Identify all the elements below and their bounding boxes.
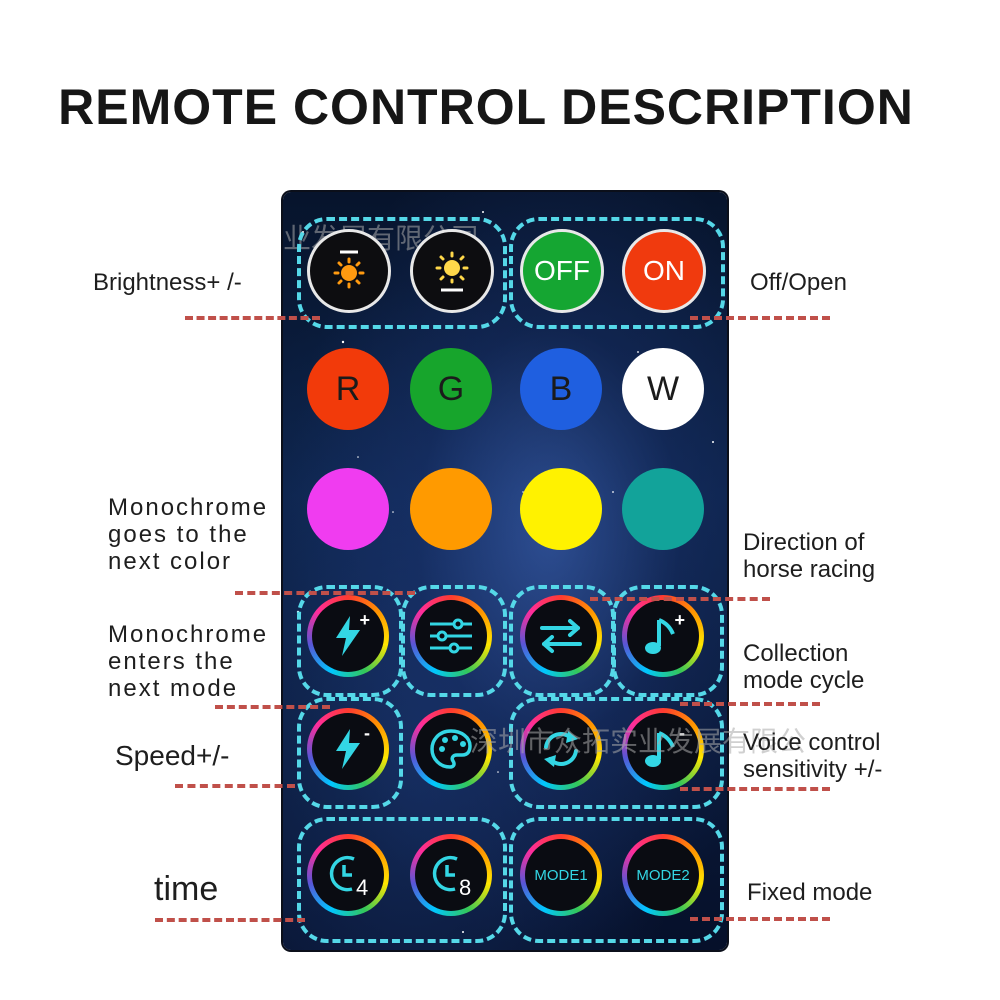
minus-sign: -	[679, 723, 685, 743]
white-button[interactable]: W	[622, 348, 704, 430]
off-button[interactable]: OFF	[520, 229, 604, 313]
palette-icon	[430, 729, 472, 769]
leader-collection	[680, 702, 820, 706]
music-note-icon	[645, 731, 675, 767]
timer-4-label: 4	[356, 875, 368, 899]
group-power	[509, 217, 725, 329]
mode2-button[interactable]: MODE2	[622, 834, 704, 916]
leader-direction	[590, 597, 770, 601]
swap-arrows-icon	[540, 619, 582, 653]
label-direction: Direction of horse racing	[743, 529, 876, 583]
timer-8-button[interactable]: 8	[410, 834, 492, 916]
magenta-button[interactable]	[307, 468, 389, 550]
brightness-up-button[interactable]	[410, 229, 494, 313]
label-brightness: Brightness+ /-	[93, 269, 242, 296]
label-speed: Speed+/-	[115, 740, 230, 771]
sun-bright-icon	[435, 251, 469, 292]
label-mono-mode: Monochrome enters the next mode	[108, 621, 269, 702]
lightning-icon	[336, 616, 360, 656]
mode-sliders-button[interactable]	[410, 595, 492, 677]
group-timer	[297, 817, 507, 943]
leader-speed	[175, 784, 295, 788]
timer-8-label: 8	[459, 875, 471, 899]
green-button[interactable]: G	[410, 348, 492, 430]
group-voice	[509, 697, 724, 809]
label-voice: Voice control sensitivity +/-	[743, 729, 883, 783]
lightning-icon	[336, 729, 360, 769]
label-fixed-mode: Fixed mode	[747, 879, 873, 906]
voice-sensitivity-button[interactable]: -	[622, 708, 704, 790]
flash-speed-down-button[interactable]: -	[307, 708, 389, 790]
label-mono-color: Monochrome goes to the next color	[108, 494, 269, 575]
timer-4-button[interactable]: 4	[307, 834, 389, 916]
minus-sign: -	[364, 723, 370, 743]
on-button[interactable]: ON	[622, 229, 706, 313]
music-note-icon	[645, 618, 675, 654]
orange-button[interactable]	[410, 468, 492, 550]
sun-dim-icon	[333, 250, 365, 289]
flash-speed-up-button[interactable]: +	[307, 595, 389, 677]
label-collection: Collection mode cycle	[743, 640, 865, 694]
leader-off-open	[690, 316, 830, 320]
teal-button[interactable]	[622, 468, 704, 550]
group-collection	[612, 585, 724, 697]
red-button[interactable]: R	[307, 348, 389, 430]
label-off-open: Off/Open	[750, 269, 847, 296]
yellow-button[interactable]	[520, 468, 602, 550]
leader-mono-color	[235, 591, 415, 595]
clock-icon: 4	[329, 855, 368, 899]
leader-time	[155, 918, 305, 922]
brightness-down-button[interactable]	[307, 229, 391, 313]
leader-mono-mode	[215, 705, 330, 709]
collection-cycle-button[interactable]: +	[622, 595, 704, 677]
remote-control	[283, 192, 727, 950]
direction-button[interactable]	[520, 595, 602, 677]
mode2-label: MODE2	[636, 866, 690, 884]
leader-fixed-mode	[690, 917, 830, 921]
page-title: REMOTE CONTROL DESCRIPTION	[58, 79, 914, 135]
mode1-label: MODE1	[534, 866, 588, 884]
plus-sign: +	[359, 610, 370, 630]
leader-brightness	[185, 316, 320, 320]
leader-voice	[680, 787, 830, 791]
mode1-button[interactable]: MODE1	[520, 834, 602, 916]
label-time: time	[154, 870, 219, 908]
group-speed	[297, 697, 403, 809]
group-mono-color	[401, 585, 507, 697]
blue-button[interactable]: B	[520, 348, 602, 430]
plus-sign: +	[674, 610, 685, 630]
clock-icon: 8	[432, 855, 471, 899]
cycle-button[interactable]	[520, 708, 602, 790]
group-mode	[509, 817, 724, 943]
refresh-cycle-icon	[544, 731, 578, 767]
palette-button[interactable]	[410, 708, 492, 790]
sliders-icon	[430, 618, 472, 654]
group-brightness	[297, 217, 507, 329]
